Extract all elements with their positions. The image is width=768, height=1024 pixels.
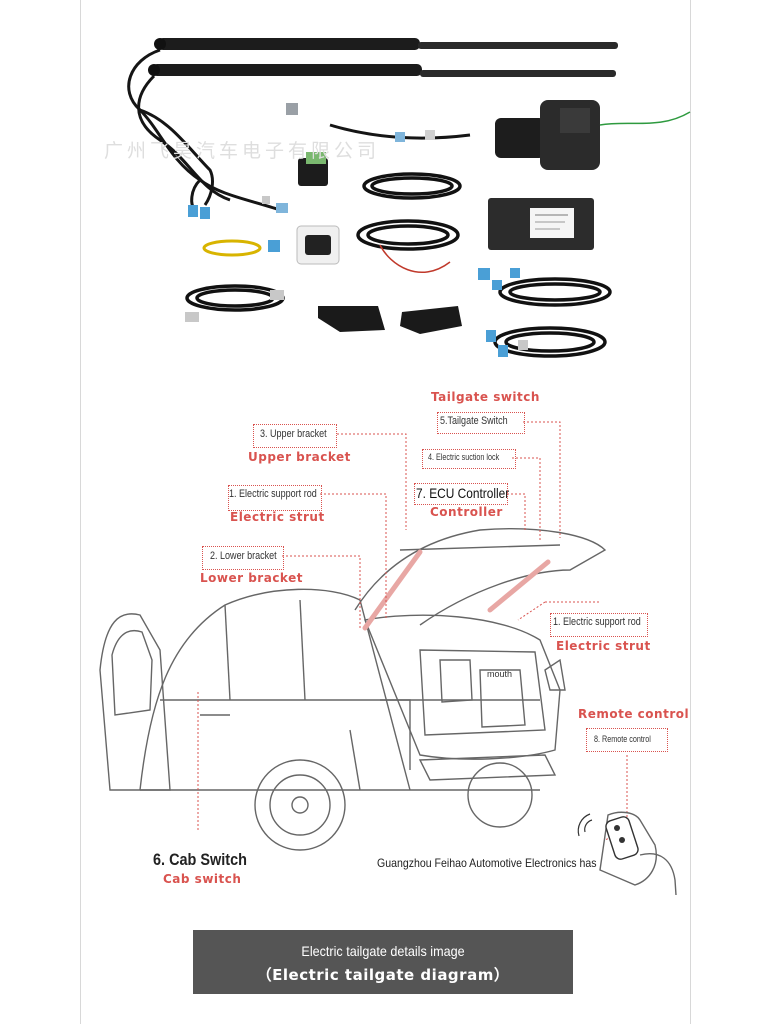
company-text: Guangzhou Feihao Automotive Electronics … (377, 856, 597, 870)
lower-brackets (318, 306, 462, 334)
label-suction-lock-num: 4. Electric suction lock (428, 452, 500, 462)
switch-part (298, 152, 328, 186)
label-cab-switch-num: 6. Cab Switch (153, 850, 247, 869)
car-outline (99, 528, 607, 851)
label-ecu-num: 7. ECU Controller (416, 485, 510, 501)
ecu-part (488, 198, 594, 250)
box-ecu (414, 483, 508, 505)
box-electric-strut-left (228, 485, 322, 511)
label-ecu-en: Controller (430, 505, 503, 519)
cab-switch-part (296, 225, 340, 265)
suction-lock-part (286, 100, 691, 170)
struts-highlight (362, 549, 551, 631)
box-tailgate-switch (437, 412, 525, 434)
label-lower-bracket-en: Lower bracket (200, 571, 303, 585)
diagram-caption-banner: Electric tailgate details image （Electri… (193, 930, 573, 994)
product-kit-photo (127, 38, 691, 358)
label-tailgate-switch-num: 5.Tailgate Switch (440, 415, 508, 427)
leader-lines (197, 421, 628, 841)
box-lower-bracket (202, 546, 284, 570)
harness-coils (185, 172, 612, 358)
electric-strut-top (154, 38, 618, 50)
caption-line-2: （Electric tailgate diagram） (256, 966, 510, 984)
label-upper-bracket-num: 3. Upper bracket (260, 428, 327, 440)
label-electric-strut-right-num: 1. Electric support rod (553, 616, 641, 628)
caption-line-1: Electric tailgate details image (301, 943, 465, 959)
electric-strut-bottom (148, 64, 616, 77)
yellow-wire (202, 239, 280, 257)
label-tailgate-switch-en: Tailgate switch (431, 390, 540, 404)
right-border (690, 0, 691, 1024)
label-electric-strut-left-num: 1. Electric support rod (229, 488, 317, 500)
label-remote-control-en: Remote control (578, 707, 690, 721)
box-upper-bracket (253, 424, 337, 448)
connectors-right (185, 268, 528, 357)
label-remote-control-num: 8. Remote control (594, 734, 651, 744)
label-mouth: mouth (487, 669, 513, 679)
label-electric-strut-right-en: Electric strut (556, 639, 651, 653)
label-electric-strut-left-en: Electric strut (230, 510, 325, 524)
remote-control-illustration (577, 811, 677, 896)
watermark-text: 广州飞昊汽车电子有限公司 (104, 140, 381, 162)
label-cab-switch-en: Cab switch (163, 872, 242, 886)
box-suction-lock (422, 449, 516, 469)
box-remote-control (586, 728, 668, 752)
left-border (80, 0, 81, 1024)
label-upper-bracket-en: Upper bracket (248, 450, 351, 464)
box-electric-strut-right (550, 613, 648, 637)
connectors-left (188, 196, 288, 219)
label-lower-bracket-num: 2. Lower bracket (210, 550, 277, 562)
car-diagram (99, 421, 677, 896)
